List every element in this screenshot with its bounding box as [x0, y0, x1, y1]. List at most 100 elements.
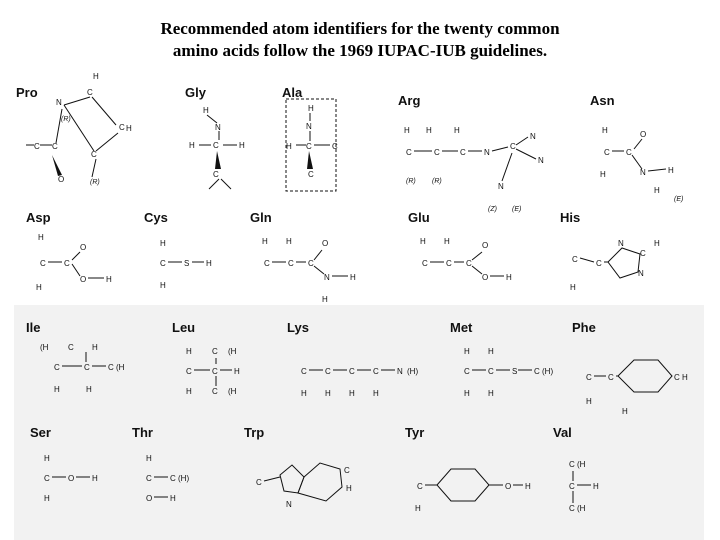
svg-text:H: H — [54, 385, 60, 394]
svg-text:C: C — [186, 367, 192, 376]
svg-text:H: H — [44, 494, 50, 503]
svg-text:C: C — [40, 259, 46, 268]
svg-text:C: C — [572, 255, 578, 264]
svg-text:O: O — [68, 474, 74, 483]
svg-text:C: C — [373, 367, 379, 376]
svg-text:C: C — [640, 249, 646, 258]
svg-text:H: H — [464, 347, 470, 356]
svg-text:H: H — [415, 504, 421, 513]
svg-text:H: H — [600, 170, 606, 179]
svg-text:(R): (R) — [432, 178, 442, 185]
svg-text:C: C — [406, 148, 412, 157]
svg-text:C: C — [466, 259, 472, 268]
svg-text:C: C — [264, 259, 270, 268]
svg-text:H: H — [488, 389, 494, 398]
svg-text:H: H — [170, 494, 176, 503]
svg-text:C: C — [569, 460, 575, 469]
svg-text:N: N — [638, 269, 644, 278]
svg-text:H: H — [668, 166, 674, 175]
svg-text:C: C — [91, 150, 97, 159]
svg-text:C: C — [212, 347, 218, 356]
svg-text:C: C — [84, 363, 90, 372]
aa-name-his: His — [560, 210, 581, 225]
svg-text:O: O — [505, 482, 511, 491]
svg-text:H: H — [44, 454, 50, 463]
svg-text:H: H — [654, 239, 660, 248]
svg-text:S: S — [512, 367, 517, 376]
aa-name-glu: Glu — [408, 210, 430, 225]
aa-name-asn: Asn — [590, 93, 615, 108]
svg-text:(R): (R) — [61, 116, 71, 123]
svg-text:C: C — [604, 148, 610, 157]
svg-text:H: H — [350, 273, 356, 282]
svg-text:C: C — [54, 363, 60, 372]
svg-text:(H: (H — [577, 504, 586, 513]
svg-text:H: H — [654, 186, 660, 195]
svg-text:(H: (H — [228, 387, 237, 396]
svg-text:H: H — [593, 482, 599, 491]
aa-name-lys: Lys — [287, 320, 309, 335]
svg-text:C: C — [569, 504, 575, 513]
svg-text:H: H — [426, 126, 432, 135]
structure-trp: C NCH — [256, 462, 352, 509]
svg-text:C: C — [325, 367, 331, 376]
svg-text:H: H — [506, 273, 512, 282]
svg-text:H: H — [682, 373, 688, 382]
svg-text:(E): (E) — [674, 196, 683, 203]
svg-text:H: H — [38, 233, 44, 242]
svg-text:H: H — [404, 126, 410, 135]
svg-text:H: H — [160, 281, 166, 290]
svg-text:C: C — [608, 373, 614, 382]
svg-text:H: H — [373, 389, 379, 398]
svg-text:O: O — [146, 494, 152, 503]
svg-text:C: C — [510, 142, 516, 151]
svg-text:H: H — [488, 347, 494, 356]
svg-text:C: C — [417, 482, 423, 491]
title-line-1: Recommended atom identifiers for the twe… — [160, 19, 560, 38]
aa-name-ala: Ala — [282, 85, 303, 100]
svg-text:H: H — [622, 407, 628, 416]
svg-text:H: H — [126, 124, 132, 133]
svg-text:(R): (R) — [90, 179, 100, 186]
svg-text:C: C — [146, 474, 152, 483]
aa-name-trp: Trp — [244, 425, 265, 440]
svg-text:N: N — [618, 239, 624, 248]
svg-text:C: C — [170, 474, 176, 483]
svg-text:C: C — [256, 478, 262, 487]
svg-text:C: C — [422, 259, 428, 268]
svg-text:N: N — [498, 182, 504, 191]
svg-text:C: C — [446, 259, 452, 268]
svg-text:C: C — [213, 141, 219, 150]
svg-text:H: H — [189, 141, 195, 150]
aa-name-tyr: Tyr — [405, 425, 425, 440]
svg-text:C: C — [306, 142, 312, 151]
svg-text:C: C — [534, 367, 540, 376]
svg-text:H: H — [301, 389, 307, 398]
svg-text:(Z): (Z) — [488, 206, 497, 213]
svg-text:C: C — [488, 367, 494, 376]
svg-text:N: N — [215, 123, 221, 132]
svg-text:C: C — [64, 259, 70, 268]
svg-text:H: H — [586, 397, 592, 406]
svg-text:H: H — [262, 237, 268, 246]
svg-text:C: C — [213, 170, 219, 179]
